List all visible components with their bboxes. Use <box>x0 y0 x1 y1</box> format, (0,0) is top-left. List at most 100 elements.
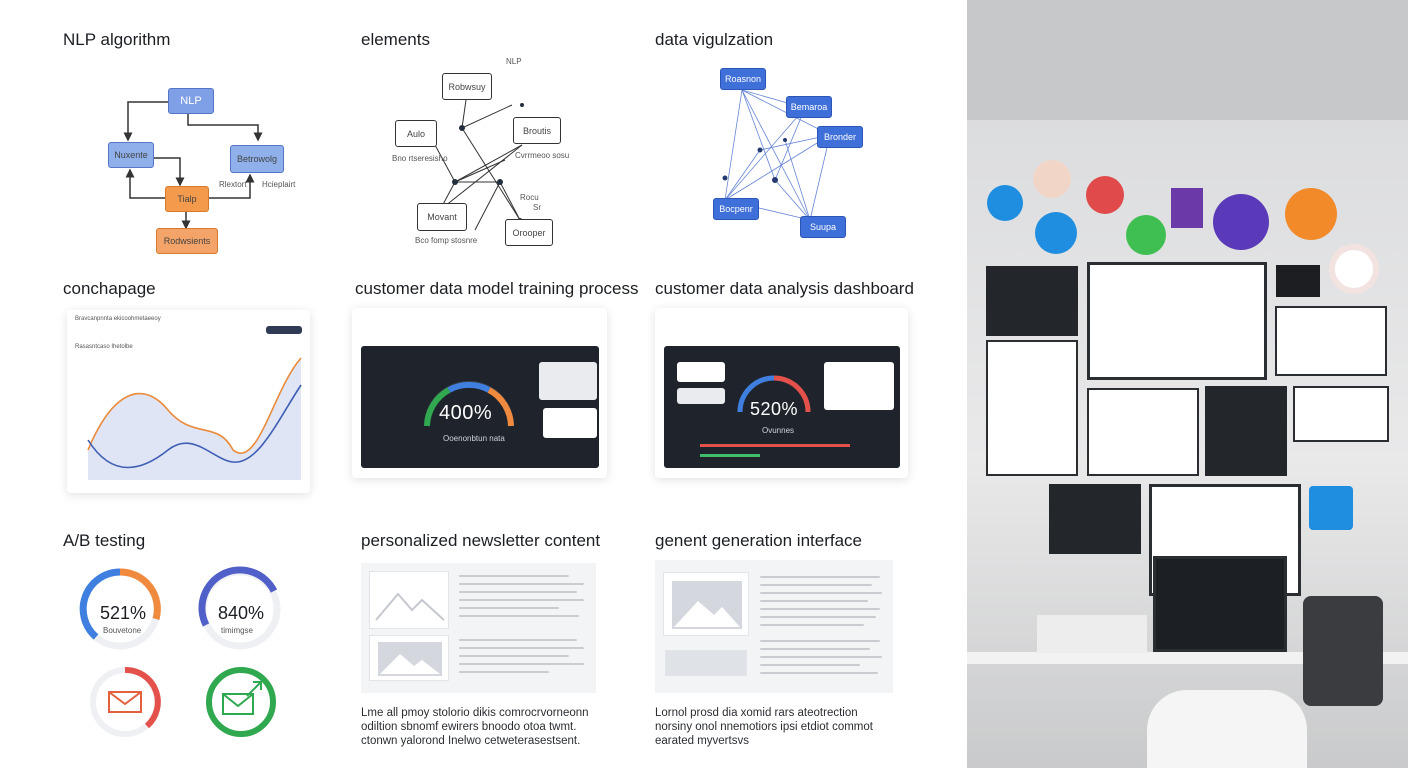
generation-line <box>760 624 864 626</box>
generation-title: genent generation interface <box>655 531 862 550</box>
music-icon <box>1285 188 1337 240</box>
desk-monitor <box>1153 556 1287 652</box>
ab-mail-gauge-a <box>90 666 161 737</box>
analysis-bar-red <box>700 444 850 447</box>
newsletter-line <box>459 615 579 617</box>
newsletter-line <box>459 671 549 673</box>
generation-line <box>760 664 860 666</box>
ab-gauge-b <box>198 566 281 650</box>
nlp-node-4: Rodwsients <box>156 228 218 254</box>
conchapage-chart-card: Bravcanpnnta ekicoohmetaeeoy Rasasntcaso… <box>67 310 310 493</box>
screen-3 <box>1275 306 1387 376</box>
image-placeholder-icon <box>375 592 445 621</box>
elements-label-6: Sr <box>533 203 541 212</box>
screen-6 <box>1205 386 1287 476</box>
generation-line <box>760 648 870 650</box>
analysis-card: 520% Ovunnes <box>655 308 908 478</box>
newsletter-line <box>459 655 569 657</box>
analysis-gauge <box>737 375 811 413</box>
newsletter-body: Lme all pmoy stolorio dikis comrocrvorne… <box>361 707 589 747</box>
app-icon-violet <box>1213 194 1269 250</box>
app-icon-blue-2 <box>1035 212 1077 254</box>
dataviz-title: data vigulzation <box>655 30 774 49</box>
app-icon-square <box>1309 486 1353 530</box>
logo-tile <box>1276 265 1320 297</box>
nlp-label-1: Rlextort <box>219 180 247 189</box>
elements-title: elements <box>361 30 430 49</box>
dataviz-node-2: Bemaroa <box>786 96 832 118</box>
conchapage-title: conchapage <box>63 279 156 298</box>
analysis-gauge-value: 520% <box>750 399 799 419</box>
generation-line <box>760 592 882 594</box>
elements-node-1: Robwsuy <box>442 73 492 100</box>
elements-graph-edges <box>434 99 524 231</box>
analysis-title: customer data analysis dashboard <box>655 279 914 298</box>
generation-line <box>760 576 880 578</box>
generation-line <box>760 672 878 674</box>
screen-2 <box>1087 262 1267 380</box>
training-gauge-value: 400% <box>439 402 493 424</box>
screen-8 <box>1049 484 1141 554</box>
training-gauge-label: Ooenonbtun nata <box>443 434 505 443</box>
training-gauge <box>424 381 514 427</box>
ab-mail-gauge-b <box>206 667 276 737</box>
screen-7 <box>1293 386 1389 442</box>
dataviz-network-edges <box>722 89 831 221</box>
analysis-dark-panel: 520% Ovunnes <box>664 346 900 468</box>
nlp-node-2: Betrowolg <box>230 145 284 173</box>
ab-a-value: 521% <box>100 603 147 623</box>
desk-top <box>967 652 1408 664</box>
generation-body: Lornol prosd dia xomid rars ateotrection… <box>655 707 873 747</box>
screen-4 <box>986 340 1078 476</box>
generation-line <box>760 584 872 586</box>
analysis-bar-green <box>700 454 760 457</box>
elements-node-3: Broutis <box>513 117 561 144</box>
ceiling <box>967 0 1408 120</box>
newsletter-line <box>459 639 577 641</box>
newsletter-line <box>459 575 569 577</box>
nlp-label-2: Hcieplairt <box>262 180 296 189</box>
generation-line <box>760 608 880 610</box>
app-icon-green <box>1126 215 1166 255</box>
newsletter-line <box>459 607 559 609</box>
ab-b-label: timimgse <box>221 626 254 635</box>
newsletter-line <box>459 583 584 585</box>
elements-label-3: Cvrrmeoo sosu <box>515 151 570 160</box>
ab-b-value: 840% <box>218 603 265 623</box>
elements-node-5: Orooper <box>505 219 553 246</box>
elements-label-1: NLP <box>506 57 522 66</box>
newsletter-image-1 <box>369 571 449 629</box>
elements-label-2: Bno rtseresisho <box>392 154 448 163</box>
nlp-flow-connectors <box>123 101 263 230</box>
generation-image <box>663 572 749 636</box>
conchapage-button[interactable] <box>266 326 302 334</box>
conchapage-header: Bravcanpnnta ekicoohmetaeeoy <box>75 316 161 322</box>
ab-title: A/B testing <box>63 531 146 550</box>
newsletter-line <box>459 647 584 649</box>
image-placeholder-icon <box>378 642 442 676</box>
generation-line <box>760 656 882 658</box>
check-icon <box>1329 244 1379 294</box>
white-chair <box>1147 690 1307 768</box>
training-card: 400% Ooenonbtun nata <box>352 308 607 478</box>
dataviz-node-4: Bocpenr <box>713 198 759 220</box>
app-icon-blue <box>987 185 1023 221</box>
conchapage-line-chart <box>87 357 302 480</box>
office-chair <box>1303 596 1383 706</box>
newsletter-line <box>459 599 584 601</box>
office-photo <box>967 0 1408 768</box>
generation-line <box>760 616 876 618</box>
nlp-node-1: Nuxente <box>108 142 154 168</box>
dataviz-node-1: Roasnon <box>720 68 766 90</box>
analysis-gauge-label: Ovunnes <box>762 426 795 435</box>
cabinet <box>1037 615 1147 653</box>
training-side-card <box>543 408 597 438</box>
ab-gauge-a <box>79 568 161 650</box>
screen-1 <box>986 266 1078 336</box>
conchapage-subheader: Rasasntcaso Ihetolbe <box>75 344 133 350</box>
generation-panel <box>655 560 893 693</box>
ab-a-label: Bouvetone <box>103 626 142 635</box>
analysis-mini-card-2 <box>677 388 725 404</box>
analysis-side-card <box>824 362 894 410</box>
analysis-mini-card-1 <box>677 362 725 382</box>
